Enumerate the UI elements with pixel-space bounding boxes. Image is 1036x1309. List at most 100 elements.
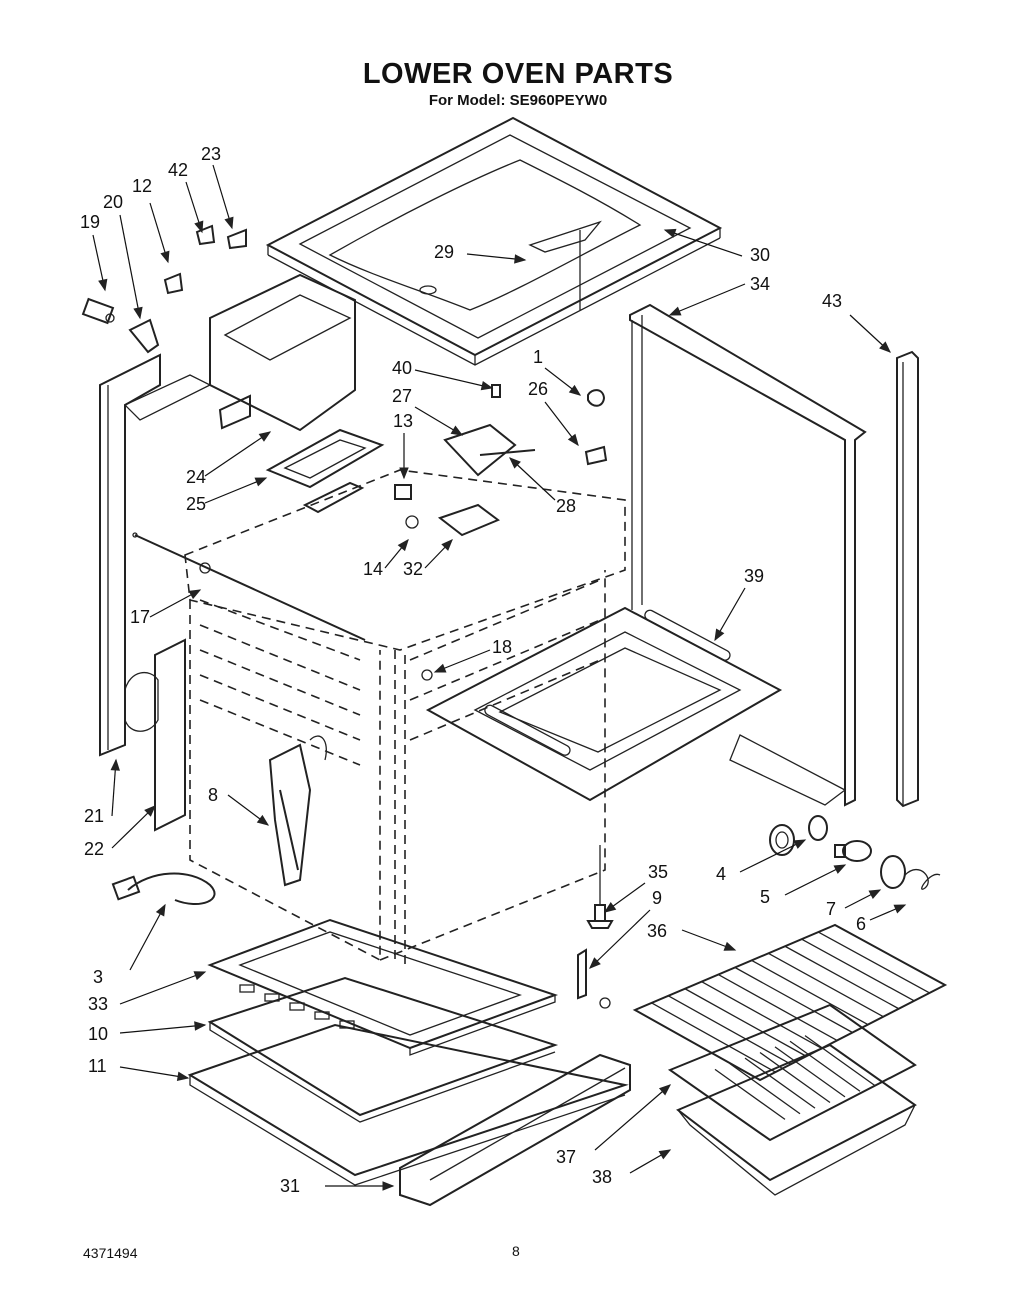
callout-4: 4	[716, 864, 726, 884]
leader-line	[119, 1024, 206, 1034]
callout-24: 24	[186, 467, 206, 487]
callout-1: 1	[533, 347, 543, 367]
kick-plate-drawing	[399, 1053, 631, 1207]
callout-7: 7	[826, 899, 836, 919]
arrowhead	[658, 1084, 672, 1096]
callout-37: 37	[556, 1147, 576, 1167]
callout-25: 25	[186, 494, 206, 514]
callout-31: 31	[280, 1176, 300, 1196]
callout-43: 43	[822, 291, 842, 311]
arrowhead	[567, 433, 579, 447]
callout-10: 10	[88, 1024, 108, 1044]
arrowhead	[450, 425, 464, 436]
arrowhead	[603, 902, 617, 913]
broiler-slot	[714, 1068, 786, 1120]
arrowhead	[868, 889, 882, 900]
callout-12: 12	[132, 176, 152, 196]
arrowhead	[433, 663, 447, 673]
callout-3: 3	[93, 967, 103, 987]
broiler-slot	[789, 1040, 861, 1092]
arrowhead	[879, 341, 891, 353]
callout-29: 29	[434, 242, 454, 262]
callout-5: 5	[760, 887, 770, 907]
rack-wire	[818, 931, 930, 994]
callout-14: 14	[363, 559, 383, 579]
arrowhead	[589, 957, 601, 969]
callout-18: 18	[492, 637, 512, 657]
leveling-leg-drawing	[577, 845, 614, 1009]
arrowhead	[723, 941, 737, 951]
arrowhead	[658, 1149, 672, 1160]
arrowhead	[382, 1181, 395, 1191]
arrowhead	[509, 457, 521, 469]
arrowhead	[254, 477, 268, 487]
callout-8: 8	[208, 785, 218, 805]
oven-rack-drawing	[632, 923, 948, 1082]
arrowhead	[224, 216, 234, 230]
callout-20: 20	[103, 192, 123, 212]
leader-line	[204, 431, 271, 477]
broiler-pan-drawing	[667, 1003, 917, 1196]
rack-wire	[768, 952, 884, 1018]
vent-duct-drawing	[209, 273, 385, 514]
arrowhead	[441, 539, 453, 551]
rack-wire	[701, 981, 822, 1049]
leader-line	[204, 477, 267, 504]
callout-21: 21	[84, 806, 104, 826]
arrowhead	[663, 228, 677, 238]
callout-34: 34	[750, 274, 770, 294]
leader-line	[669, 283, 746, 316]
broiler-slot	[804, 1035, 876, 1087]
oven-bottom-drawing	[425, 606, 847, 806]
leader-lines	[92, 164, 907, 1191]
arrowhead	[194, 1021, 207, 1031]
arrowhead	[110, 758, 120, 771]
callout-38: 38	[592, 1167, 612, 1187]
leader-line	[589, 909, 651, 969]
hinge-bracket-drawing	[124, 638, 186, 832]
leader-line	[119, 214, 141, 319]
leader-line	[784, 864, 846, 896]
callout-40: 40	[392, 358, 412, 378]
rack-wire	[651, 1002, 776, 1073]
bottom-tray-drawing	[187, 918, 629, 1186]
callout-35: 35	[648, 862, 668, 882]
rack-wire	[668, 995, 792, 1065]
arrowhead	[155, 903, 166, 917]
callout-labels: 1 3 4 5 6 7 8 9 10 11 12 13 14 17 18 19 …	[80, 144, 866, 1196]
callout-28: 28	[556, 496, 576, 516]
arrowhead	[133, 306, 143, 320]
rack-wire	[734, 966, 853, 1034]
arrowhead	[480, 380, 494, 391]
broiler-slot	[774, 1046, 846, 1098]
callout-19: 19	[80, 212, 100, 232]
oven-cavity-drawing	[132, 469, 626, 965]
broiler-slot	[729, 1063, 801, 1115]
page-number: 8	[512, 1243, 520, 1259]
leader-line	[119, 1066, 189, 1079]
arrowhead	[399, 467, 409, 480]
arrowhead	[668, 306, 682, 316]
leader-line	[129, 904, 166, 971]
callout-13: 13	[393, 411, 413, 431]
arrowhead	[98, 278, 108, 292]
callout-17: 17	[130, 607, 150, 627]
arrowhead	[193, 971, 207, 981]
page-title: LOWER OVEN PARTS	[362, 58, 674, 90]
callout-39: 39	[744, 566, 764, 586]
callout-11: 11	[88, 1056, 107, 1076]
callout-27: 27	[392, 386, 412, 406]
arrowhead	[397, 538, 409, 552]
arrowhead	[144, 805, 156, 817]
document-number: 4371494	[83, 1245, 138, 1261]
arrowhead	[793, 839, 807, 849]
arrowhead	[258, 431, 272, 442]
leader-line	[664, 229, 743, 257]
callout-23: 23	[201, 144, 221, 164]
rack-wire	[684, 988, 807, 1057]
broiler-slot	[759, 1051, 831, 1104]
clip-parts-drawing	[81, 224, 247, 354]
arrowhead	[568, 384, 582, 396]
